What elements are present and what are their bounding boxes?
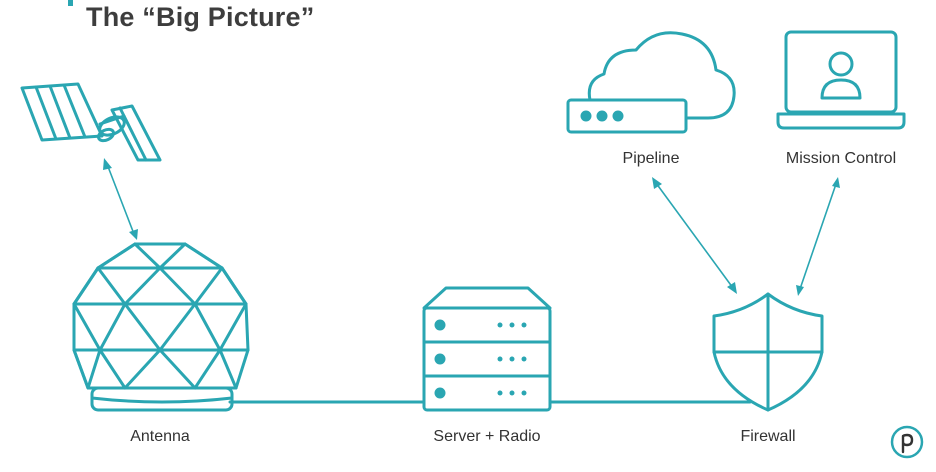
shield-icon bbox=[712, 292, 824, 412]
geodesic-dome-antenna-icon bbox=[72, 242, 250, 412]
antenna-label: Antenna bbox=[130, 428, 190, 445]
satellite-icon bbox=[20, 82, 162, 162]
p-logo-icon bbox=[890, 425, 924, 459]
pipeline-label: Pipeline bbox=[622, 150, 680, 167]
satellite-antenna-arrow bbox=[103, 158, 138, 240]
firewall-mission-control-arrow bbox=[796, 177, 840, 296]
firewall-pipeline-arrow bbox=[652, 177, 737, 294]
laptop-user-icon bbox=[776, 30, 906, 130]
server-stack-icon bbox=[422, 286, 552, 412]
mission-control-label: Mission Control bbox=[785, 150, 897, 167]
firewall-label: Firewall bbox=[740, 428, 796, 445]
title-accent bbox=[68, 0, 73, 6]
cloud-server-icon bbox=[566, 31, 736, 134]
server-radio-label: Server + Radio bbox=[433, 428, 541, 445]
slide-title: The “Big Picture” bbox=[86, 2, 315, 32]
